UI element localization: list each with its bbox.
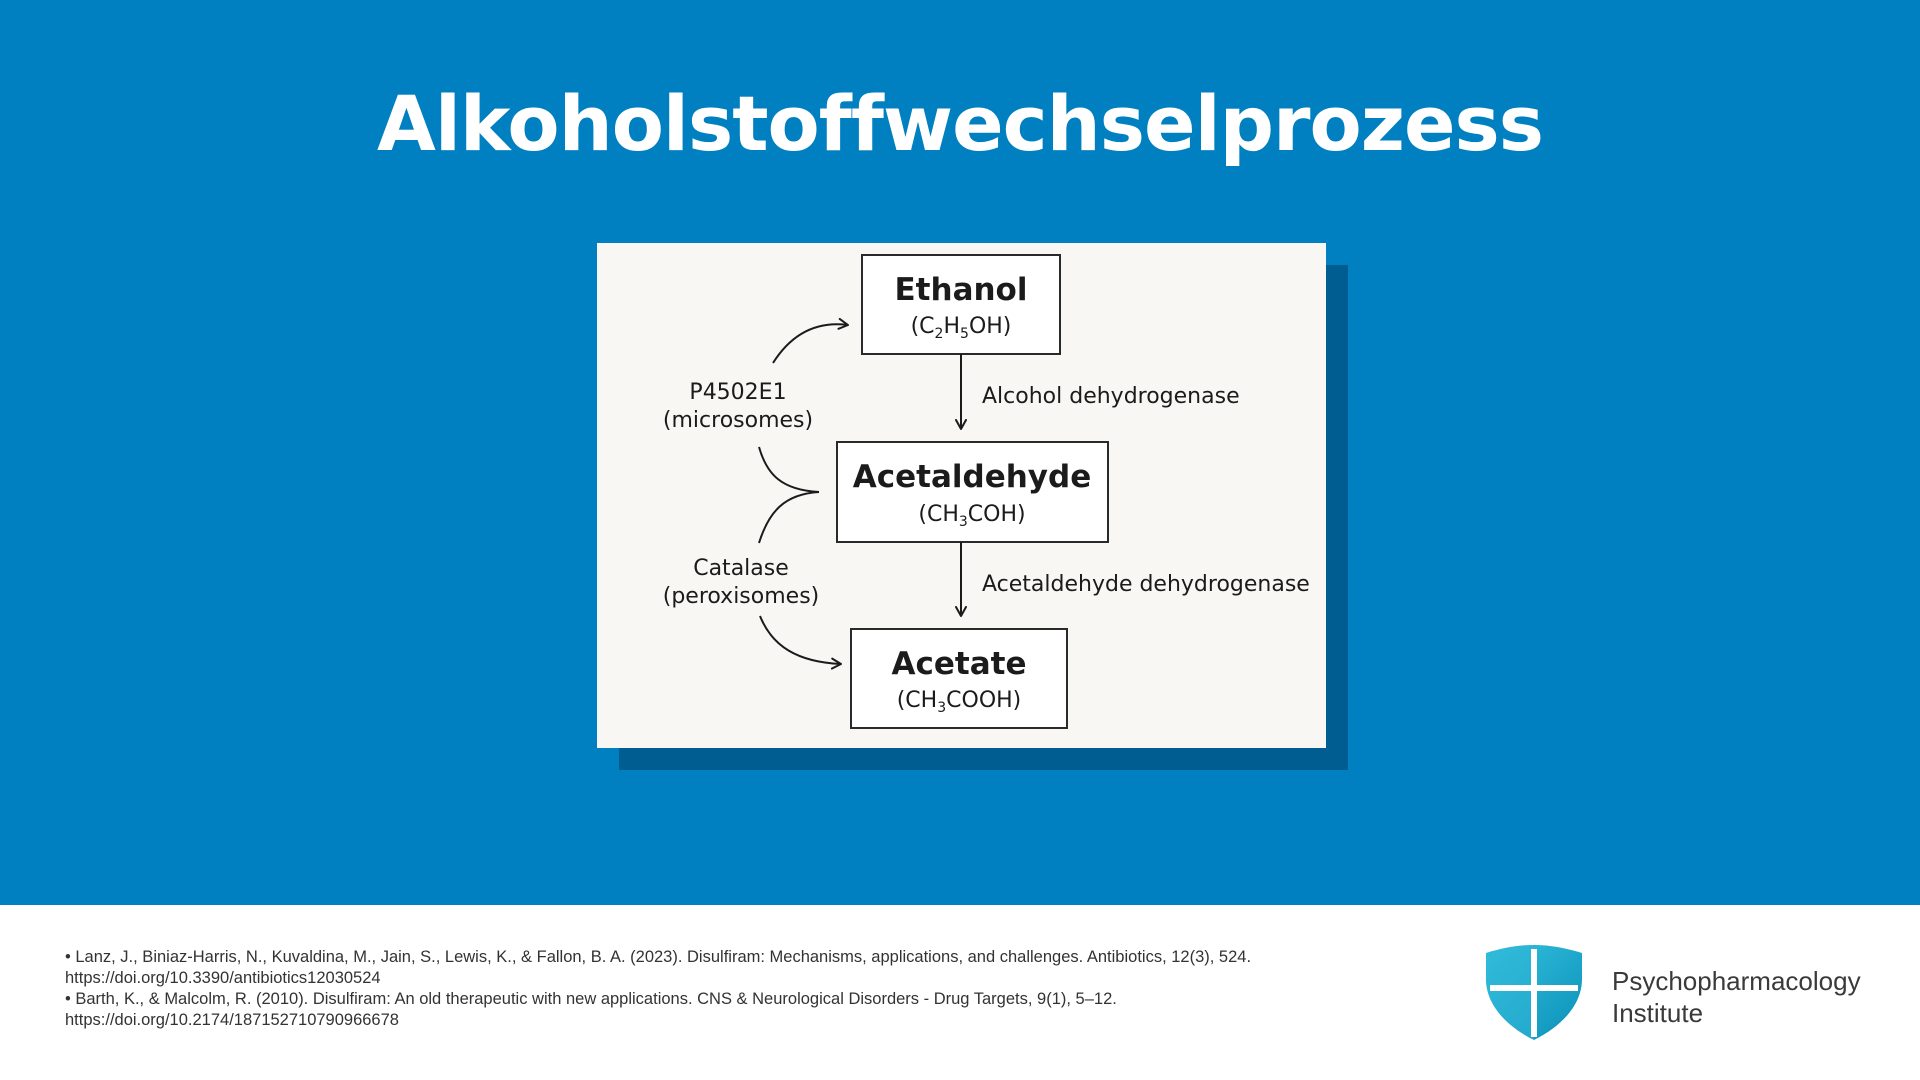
curve-arrow-to-acetate	[759, 615, 842, 670]
side-label-p450-line2: (microsomes)	[663, 408, 813, 433]
node-acetate-name: Acetate	[892, 646, 1027, 682]
reference-1-text: • Lanz, J., Biniaz-Harris, N., Kuvaldina…	[65, 948, 1252, 966]
edge-label-acetaldehyde-dehydrogenase: Acetaldehyde dehydrogenase	[982, 572, 1310, 597]
slide-title: Alkoholstoffwechselprozess	[377, 79, 1544, 168]
logo-text: Psychopharmacology Institute	[1612, 965, 1861, 1029]
shield-logo-icon	[1486, 945, 1582, 1040]
references: • Lanz, J., Biniaz-Harris, N., Kuvaldina…	[65, 947, 1445, 1031]
node-acetaldehyde: Acetaldehyde (CH3COH)	[836, 441, 1109, 543]
reference-2-url[interactable]: https://doi.org/10.2174/1871527107909666…	[65, 1011, 399, 1029]
node-acetaldehyde-formula: (CH3COH)	[918, 502, 1025, 530]
node-acetate: Acetate (CH3COOH)	[850, 628, 1068, 729]
reference-1-url[interactable]: https://doi.org/10.3390/antibiotics12030…	[65, 969, 381, 987]
node-ethanol-formula: (C2H5OH)	[911, 314, 1012, 342]
node-ethanol-name: Ethanol	[895, 272, 1028, 308]
side-label-catalase-line1: Catalase	[693, 556, 789, 581]
side-label-p450-line1: P4502E1	[689, 380, 786, 405]
reference-2-text: • Barth, K., & Malcolm, R. (2010). Disul…	[65, 990, 1117, 1008]
side-label-catalase: Catalase (peroxisomes)	[663, 556, 820, 609]
side-label-p450: P4502E1 (microsomes)	[663, 380, 813, 433]
curve-brace-upper	[758, 446, 820, 493]
side-label-catalase-line2: (peroxisomes)	[663, 584, 820, 609]
logo-text-line1: Psychopharmacology	[1612, 966, 1861, 996]
metabolism-diagram: Ethanol (C2H5OH) Acetaldehyde (CH3COH) A…	[597, 243, 1326, 748]
node-ethanol: Ethanol (C2H5OH)	[861, 254, 1061, 355]
diagram-svg: Ethanol (C2H5OH) Acetaldehyde (CH3COH) A…	[663, 254, 1310, 729]
institute-logo: Psychopharmacology Institute	[1484, 945, 1864, 1045]
node-acetate-formula: (CH3COOH)	[897, 688, 1022, 716]
logo-text-line2: Institute	[1612, 998, 1704, 1028]
node-acetaldehyde-name: Acetaldehyde	[853, 459, 1091, 495]
edge-label-alcohol-dehydrogenase: Alcohol dehydrogenase	[982, 384, 1240, 409]
curve-brace-lower	[758, 491, 820, 544]
curve-arrow-to-ethanol	[772, 317, 849, 364]
